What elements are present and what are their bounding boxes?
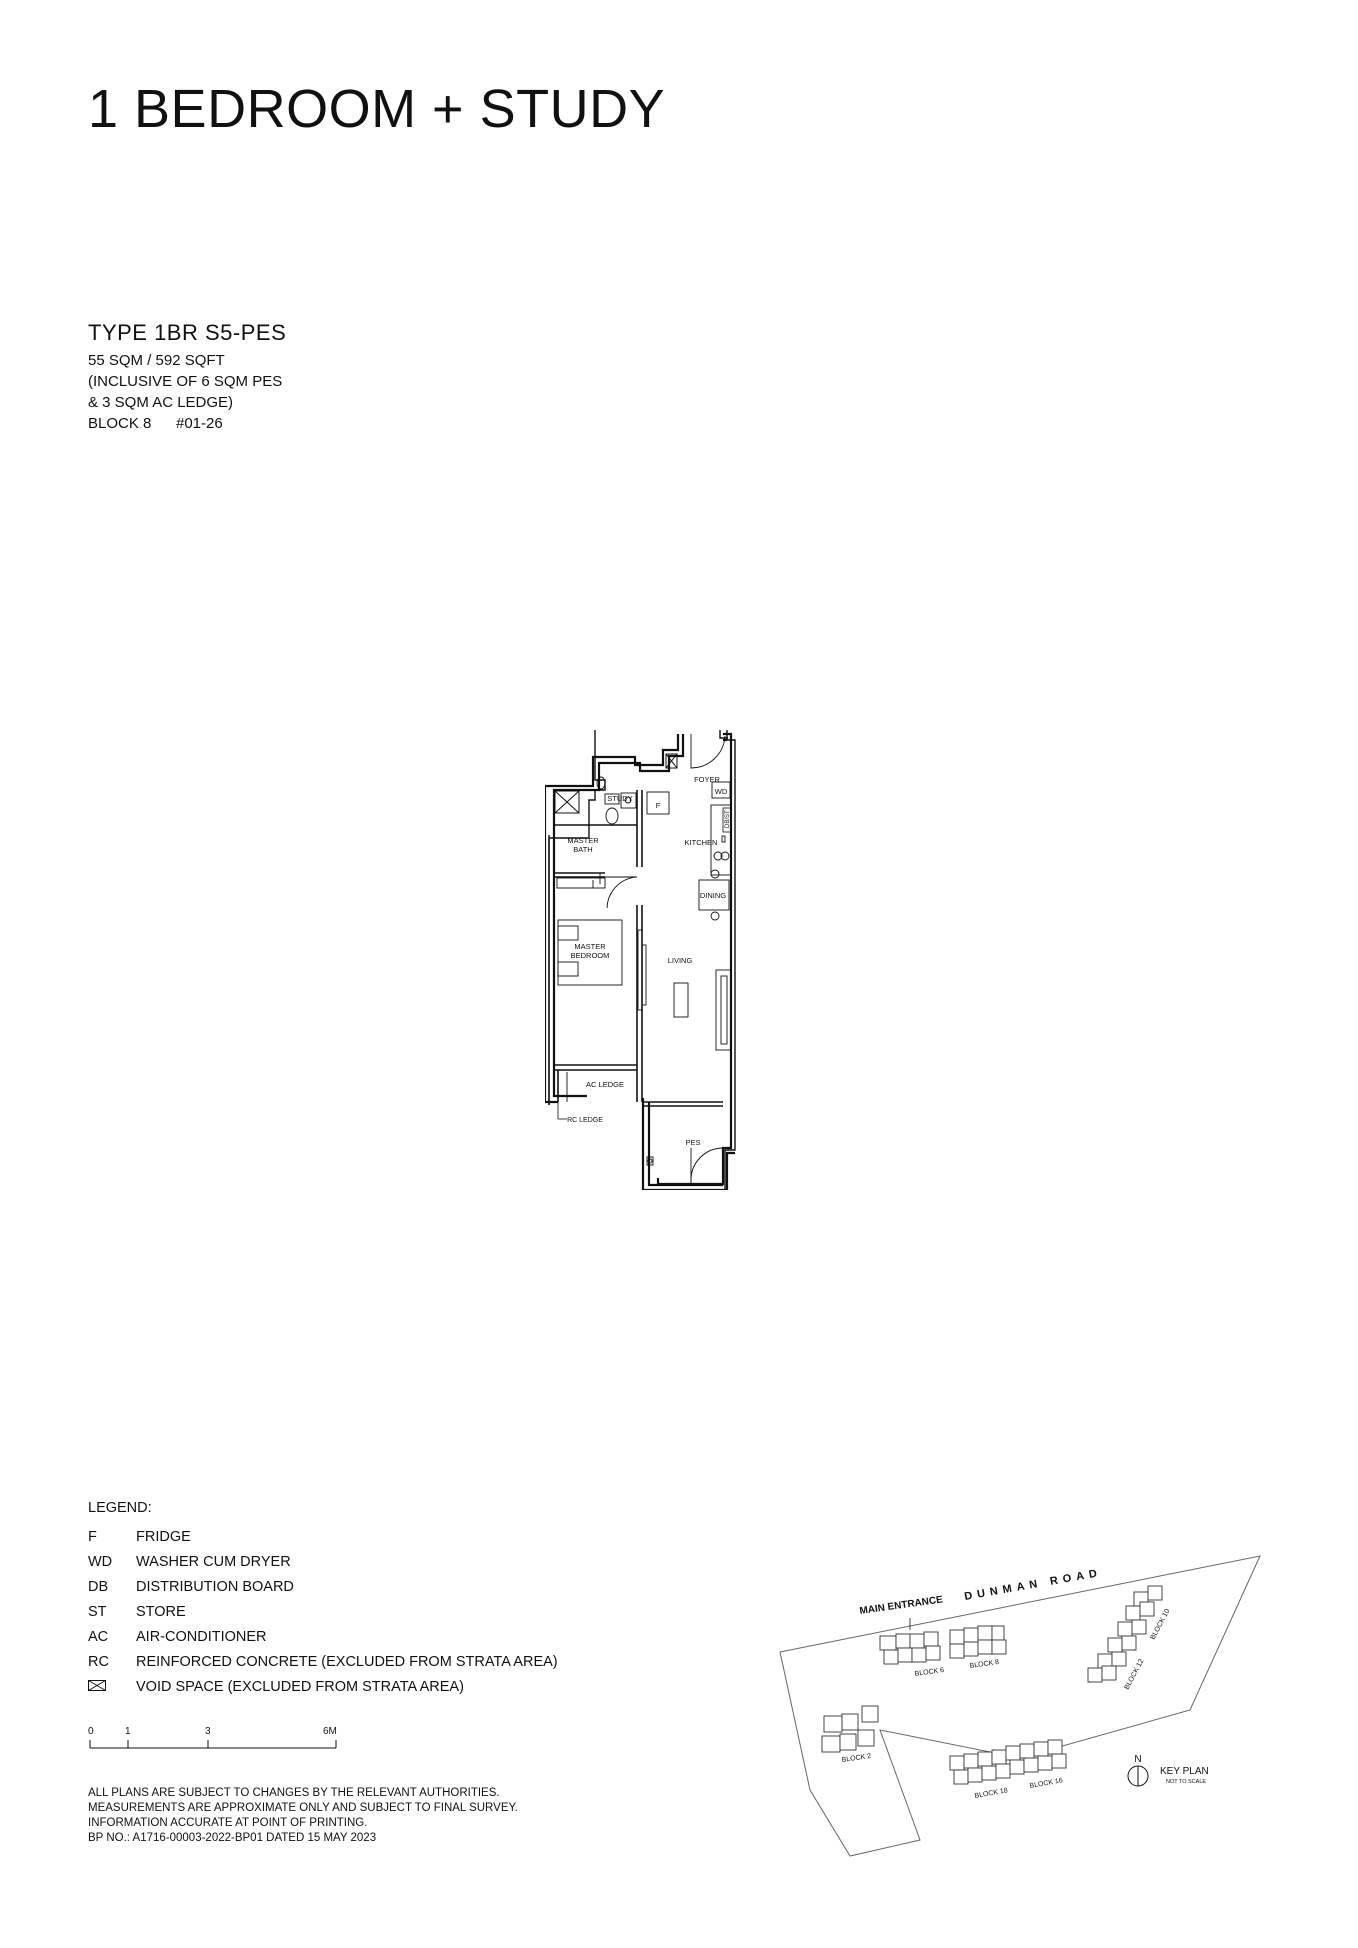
note-line: ALL PLANS ARE SUBJECT TO CHANGES BY THE … [88,1787,500,1799]
unit-inclusive-line-1: (INCLUSIVE OF 6 SQM PES [88,373,283,390]
legend-desc: FRIDGE [136,1528,191,1545]
legend-code: RC [88,1653,109,1670]
legend-item: DB DISTRIBUTION BOARD [88,1574,558,1599]
block-label-16: BLOCK 16 [1029,1777,1063,1790]
legend-desc: VOID SPACE (EXCLUDED FROM STRATA AREA) [136,1678,464,1695]
fixture-label-fridge: F [656,801,661,810]
legend-item: WD WASHER CUM DRYER [88,1549,558,1574]
block-label-18: BLOCK 18 [974,1787,1008,1800]
scale-bar: 0 1 3 6M [88,1726,337,1749]
key-plan: MAIN ENTRANCE DUNMAN ROAD [779,1555,1261,1857]
unit-number: #01-26 [176,415,223,432]
room-label-study: STUDY [607,794,632,803]
room-label-living: LIVING [668,956,693,965]
page-title: 1 BEDROOM + STUDY [88,79,666,139]
fixture-label-dbst: DB/ST [725,810,731,828]
legend-item: RC REINFORCED CONCRETE (EXCLUDED FROM ST… [88,1649,558,1674]
legend-item-void: VOID SPACE (EXCLUDED FROM STRATA AREA) [88,1674,558,1699]
block-label-2: BLOCK 2 [841,1753,871,1764]
legend-code: DB [88,1578,109,1595]
outer-wall [548,730,606,1105]
void-space-icon [88,1679,106,1691]
note-line: MEASUREMENTS ARE APPROXIMATE ONLY AND SU… [88,1802,518,1814]
legend-code: WD [88,1553,113,1570]
legend-desc: AIR-CONDITIONER [136,1628,267,1645]
doors [599,734,726,1185]
room-label-master-bedroom-2: BEDROOM [571,951,610,960]
unit-area: 55 SQM / 592 SQFT [88,352,225,369]
note-line: BP NO.: A1716-00003-2022-BP01 DATED 15 M… [88,1832,377,1844]
scale-tick-1: 1 [125,1726,131,1737]
legend-desc: DISTRIBUTION BOARD [136,1578,294,1595]
unit-type-name: TYPE 1BR S5-PES [88,320,287,345]
room-label-master-bath-2: BATH [573,845,592,854]
key-plan-sublabel: NOT TO SCALE [1166,1779,1206,1785]
legend-title: LEGEND: [88,1500,152,1516]
disclaimer-notes: ALL PLANS ARE SUBJECT TO CHANGES BY THE … [88,1786,518,1846]
unit-location: BLOCK 8 #01-26 [88,413,286,434]
legend-item: AC AIR-CONDITIONER [88,1624,558,1649]
void-spaces [554,753,678,814]
room-label-dining: DINING [700,891,726,900]
block-label-6: BLOCK 6 [914,1667,944,1678]
legend-code: AC [88,1628,109,1645]
note-line: INFORMATION ACCURATE AT POINT OF PRINTIN… [88,1817,368,1829]
fixture-label-wd: WD [715,787,728,796]
legend-code: F [88,1528,97,1545]
unit-inclusive-line-2: & 3 SQM AC LEDGE) [88,394,234,411]
block-label-12: BLOCK 12 [1124,1658,1146,1691]
room-label-master-bedroom-1: MASTER [574,942,606,951]
room-label-ac-ledge: AC LEDGE [586,1080,624,1089]
main-entrance-label: MAIN ENTRANCE [859,1594,944,1617]
room-label-master-bath-1: MASTER [567,836,599,845]
room-label-kitchen: KITCHEN [685,838,718,847]
fixtures [556,776,732,1166]
road-label: DUNMAN ROAD [963,1567,1102,1603]
unit-info: TYPE 1BR S5-PES 55 SQM / 592 SQFT (INCLU… [88,320,286,434]
block-outlines [821,1585,1163,1785]
legend-void-symbol [88,1679,136,1695]
unit-block: BLOCK 8 [88,415,152,432]
legend-desc: WASHER CUM DRYER [136,1553,291,1570]
floor-plan: FOYER STUDY KITCHEN WD F MASTER BATH DIN… [545,730,736,1190]
perimeter [545,732,735,1190]
room-label-foyer: FOYER [694,775,720,784]
room-label-rc-ledge: RC LEDGE [567,1117,603,1124]
legend-desc: REINFORCED CONCRETE (EXCLUDED FROM STRAT… [136,1653,558,1670]
outer-wall-main [545,730,736,1190]
scale-tick-6: 6M [323,1726,337,1737]
legend-code: ST [88,1603,107,1620]
key-plan-label: KEY PLAN [1160,1766,1209,1777]
room-label-pes: PES [685,1138,700,1147]
site-boundary [779,1555,1261,1857]
legend-item: ST STORE [88,1599,558,1624]
legend-desc: STORE [136,1603,186,1620]
scale-tick-3: 3 [205,1726,211,1737]
block-label-8: BLOCK 8 [969,1659,999,1670]
scale-tick-0: 0 [88,1726,94,1737]
north-arrow-icon [1127,1765,1149,1787]
legend: LEGEND: F FRIDGE WD WASHER CUM DRYER DB … [88,1500,558,1699]
north-label: N [1134,1754,1141,1765]
legend-item: F FRIDGE [88,1524,558,1549]
